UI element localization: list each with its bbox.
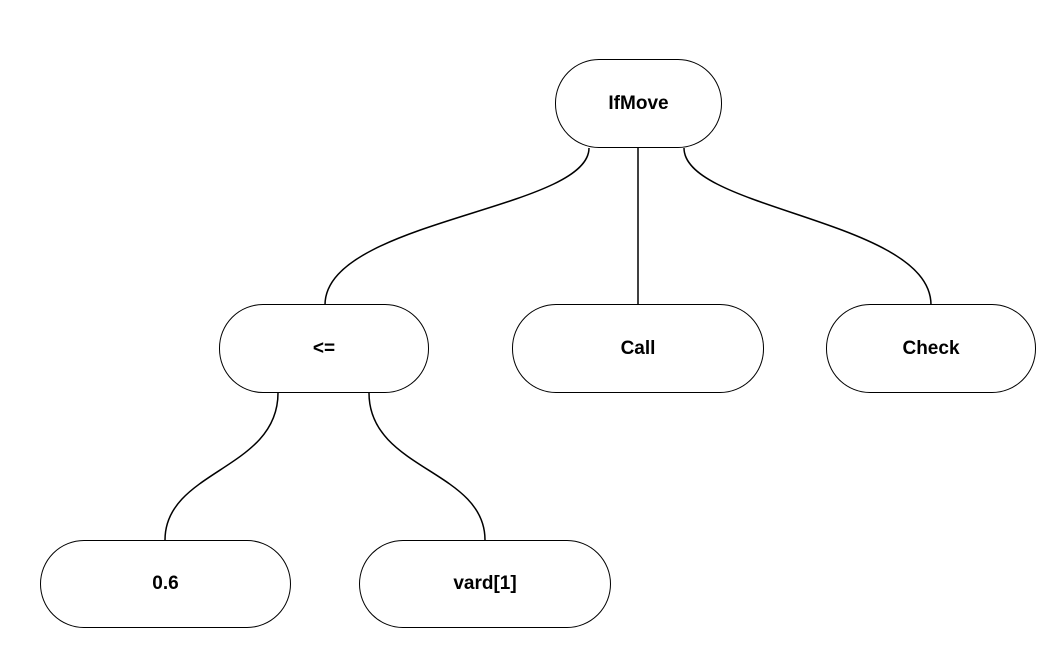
edge-root-check [683, 147, 932, 306]
node-ifmove: IfMove [555, 59, 722, 148]
node-vard-label: vard[1] [453, 573, 517, 594]
node-number-label: 0.6 [152, 573, 179, 594]
node-ifmove-label: IfMove [608, 92, 669, 114]
edge-le-vard [368, 392, 486, 541]
edge-root-le [324, 147, 590, 306]
edge-le-num [164, 392, 279, 541]
node-call: Call [512, 304, 764, 393]
node-less-equal: <= [219, 304, 429, 393]
node-check: Check [826, 304, 1036, 393]
node-call-label: Call [620, 337, 656, 359]
node-less-equal-label: <= [312, 337, 336, 359]
node-check-label: Check [902, 337, 960, 359]
node-vard: vard[1] [359, 540, 611, 628]
node-number: 0.6 [40, 540, 291, 628]
